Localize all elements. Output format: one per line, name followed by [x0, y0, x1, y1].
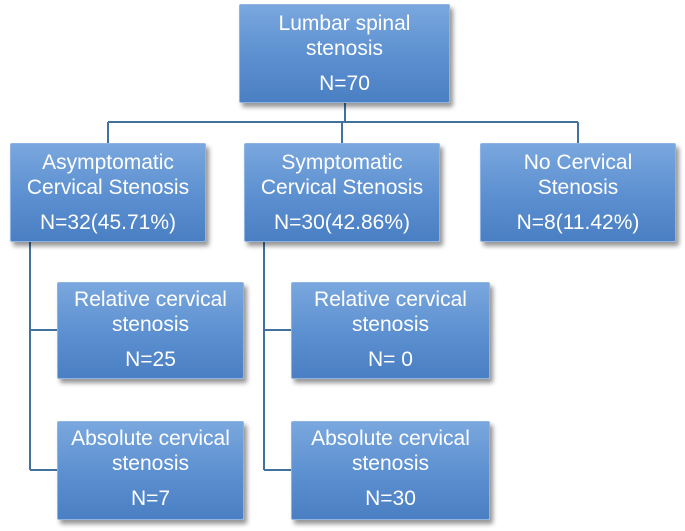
node-count: N=8(11.42%): [516, 211, 640, 234]
node-count: N=32(45.71%): [40, 211, 176, 234]
node-asymptomatic-cervical-stenosis: Asymptomatic Cervical Stenosis N=32(45.7…: [10, 143, 206, 242]
node-title: Absolute cervical stenosis: [311, 427, 470, 475]
node-title: Relative cervical stenosis: [314, 288, 467, 336]
node-count: N=30(42.86%): [274, 211, 410, 234]
node-count: N=30: [365, 487, 416, 510]
node-count: N=7: [130, 487, 171, 510]
node-count: N=25: [125, 348, 176, 371]
node-no-cervical-stenosis: No Cervical Stenosis N=8(11.42%): [480, 143, 676, 242]
node-symptomatic-relative-stenosis: Relative cervical stenosis N= 0: [291, 282, 490, 379]
node-count: N=70: [319, 72, 370, 95]
node-title: Lumbar spinal stenosis: [278, 12, 411, 60]
node-count: N= 0: [368, 348, 413, 371]
node-title: No Cervical Stenosis: [523, 151, 633, 199]
node-title: Symptomatic Cervical Stenosis: [260, 151, 424, 199]
node-title: Asymptomatic Cervical Stenosis: [26, 151, 190, 199]
node-asymptomatic-absolute-stenosis: Absolute cervical stenosis N=7: [57, 421, 244, 520]
node-asymptomatic-relative-stenosis: Relative cervical stenosis N=25: [57, 282, 244, 379]
node-symptomatic-cervical-stenosis: Symptomatic Cervical Stenosis N=30(42.86…: [244, 143, 440, 242]
node-lumbar-spinal-stenosis: Lumbar spinal stenosis N=70: [239, 4, 450, 103]
node-title: Relative cervical stenosis: [74, 288, 227, 336]
node-title: Absolute cervical stenosis: [71, 427, 230, 475]
node-symptomatic-absolute-stenosis: Absolute cervical stenosis N=30: [291, 421, 490, 520]
